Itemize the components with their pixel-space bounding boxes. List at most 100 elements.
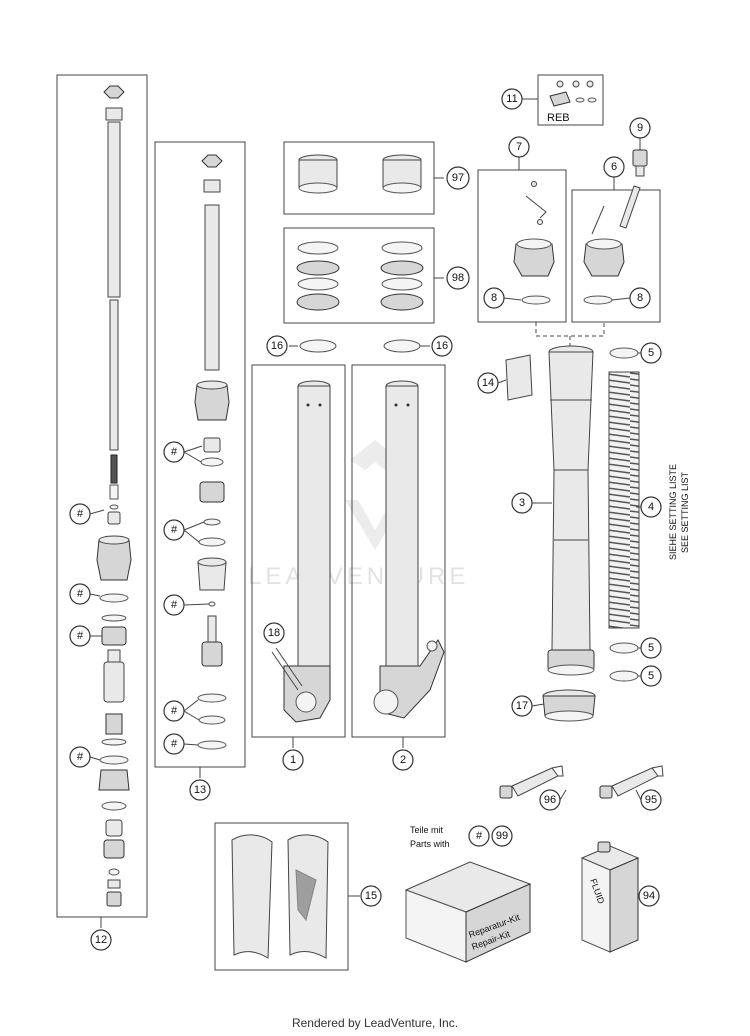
callout-5-mid: 5 [640, 637, 662, 659]
o-ring-8-part [521, 295, 551, 305]
foot-nut-17 [542, 689, 596, 722]
callout-5-top: 5 [640, 342, 662, 364]
callout-16-right: 16 [431, 335, 453, 357]
outer-tube-2 [351, 364, 446, 748]
piston-part [199, 481, 225, 503]
inner-tube-3 [547, 345, 595, 676]
hash-callout-13d: # [163, 700, 185, 722]
callout-2: 2 [392, 749, 414, 771]
o-ring-part [99, 593, 129, 603]
ring-16-left-part [299, 339, 337, 353]
callout-12: 12 [90, 929, 112, 951]
svg-text:#: # [77, 630, 84, 642]
svg-text:95: 95 [645, 794, 657, 806]
svg-text:#: # [77, 588, 84, 600]
svg-text:16: 16 [436, 340, 448, 352]
spacer-5-top-part [609, 347, 639, 359]
callout-15: 15 [360, 885, 382, 907]
hash-callout-12a: # [69, 503, 91, 525]
valve-body-part [96, 539, 132, 581]
air-valve-9 [632, 138, 648, 177]
hash-callout-12c: # [69, 625, 91, 647]
leadventure-watermark: LEADVENTURE [248, 440, 469, 590]
svg-text:#: # [171, 599, 178, 611]
rod-part [204, 204, 220, 371]
cap-6-part [583, 243, 625, 277]
callout-6: 6 [603, 156, 625, 178]
bushing-part [107, 511, 121, 525]
shim-stack-part [101, 626, 127, 646]
group-11-frame [537, 74, 604, 126]
group-12-frame [56, 74, 148, 918]
callout-4: 4 [640, 496, 662, 518]
callout-17: 17 [511, 695, 533, 717]
svg-text:#: # [476, 830, 483, 842]
cap-7-part [513, 243, 555, 277]
parts-with-de-label: Teile mit [410, 825, 444, 835]
svg-text:8: 8 [491, 292, 497, 304]
hash-callout-kit: # [468, 825, 490, 847]
outer-tube-1 [251, 364, 346, 748]
svg-text:#: # [171, 524, 178, 536]
callout-9: 9 [629, 117, 651, 139]
svg-text:4: 4 [648, 501, 654, 513]
piston-rod-part [107, 121, 121, 298]
group-98-frame [283, 227, 435, 324]
base-valve-part [98, 769, 130, 791]
hash-callout-13e: # [163, 733, 185, 755]
hash-callout-12b: # [69, 583, 91, 605]
washer-part [105, 107, 123, 121]
hash-callout-12e: # [0, 0, 4, 6]
connector-line [535, 322, 605, 337]
callout-95: 95 [640, 789, 662, 811]
spacer-5-bottom-part [609, 670, 639, 682]
callout-5-bottom: 5 [640, 665, 662, 687]
ring-16-right-part [383, 339, 421, 353]
group-98-seals [283, 227, 444, 324]
svg-text:#: # [171, 446, 178, 458]
coil-spring-part [608, 371, 640, 629]
group-1-frame [251, 364, 346, 738]
group-11-reb: REB [537, 74, 604, 126]
callout-94: 94 [638, 885, 660, 907]
reb-label: REB [547, 112, 570, 124]
svg-text:11: 11 [506, 93, 517, 105]
callout-11: 11 [501, 88, 523, 110]
shim-part [105, 713, 123, 735]
group-12-damper-cartridge [56, 74, 148, 928]
group-97-bushings [283, 141, 444, 215]
grease-tube-95 [599, 765, 664, 799]
seal-ring-part [99, 755, 129, 765]
o-ring-8-part [583, 295, 613, 305]
group-13-cartridge-parts [154, 141, 246, 778]
grease-tube-96 [499, 765, 564, 799]
callout-98: 98 [446, 266, 470, 290]
svg-text:14: 14 [482, 377, 494, 389]
piston-part [103, 661, 125, 703]
callout-8-right: 8 [629, 287, 651, 309]
callout-8-left: 8 [483, 287, 505, 309]
svg-text:98: 98 [452, 272, 464, 284]
svg-text:2: 2 [400, 754, 406, 766]
svg-text:99: 99 [496, 830, 508, 842]
svg-text:3: 3 [519, 497, 525, 509]
group-6-cap-assembly [571, 177, 661, 323]
setting-list-en: SEE SETTING LIST [680, 471, 690, 553]
group-2-frame [351, 364, 446, 738]
svg-text:15: 15 [365, 890, 377, 902]
svg-text:96: 96 [544, 794, 556, 806]
svg-text:5: 5 [648, 642, 654, 654]
callout-99: 99 [491, 825, 513, 847]
parts-with-en-label: Parts with [410, 839, 450, 849]
spring-small-part [109, 484, 119, 500]
callout-96: 96 [539, 789, 561, 811]
svg-text:5: 5 [648, 347, 654, 359]
callout-13: 13 [189, 779, 211, 801]
svg-text:16: 16 [271, 340, 283, 352]
svg-text:#: # [77, 751, 84, 763]
svg-text:5: 5 [648, 670, 654, 682]
watermark-text: LEADVENTURE [248, 563, 469, 590]
hash-callout-13c: # [163, 594, 185, 616]
svg-text:#: # [171, 738, 178, 750]
hash-callout-13a: # [163, 441, 185, 463]
